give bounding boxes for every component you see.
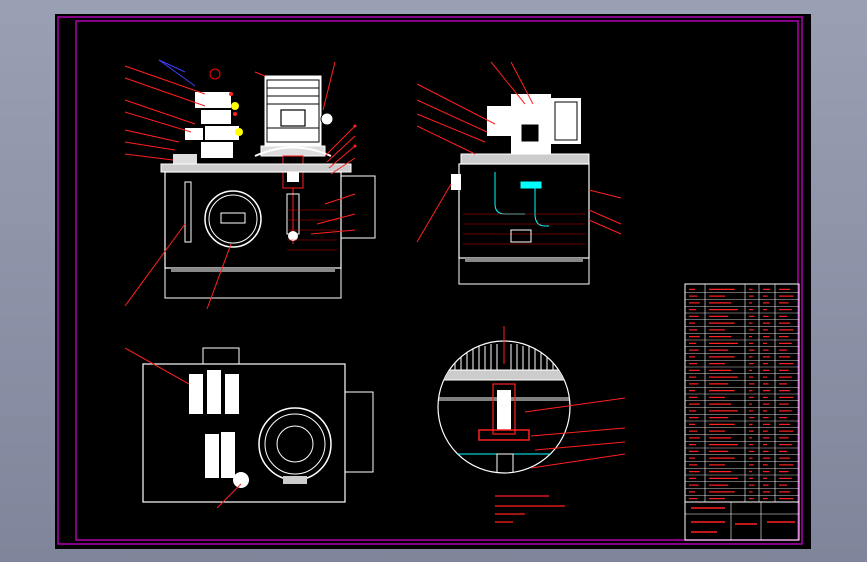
parts-list-row: [685, 450, 799, 455]
parts-list-row: [685, 363, 799, 368]
dimension-marks-front: [229, 92, 357, 148]
leader-lines-side: [416, 61, 622, 243]
detail-view: [437, 326, 626, 523]
drawing-sheet: [57, 16, 803, 545]
parts-list-row: [685, 498, 799, 503]
parts-list-row: [685, 302, 799, 307]
parts-list-row: [685, 491, 799, 496]
inner-border: [75, 20, 799, 541]
parts-list-row: [685, 383, 799, 388]
parts-list-row: [685, 417, 799, 422]
title-block: [684, 283, 800, 541]
parts-list-row: [685, 349, 799, 354]
parts-list-row: [685, 403, 799, 408]
parts-list-row: [685, 410, 799, 415]
parts-list-row: [685, 315, 799, 320]
parts-list-row: [685, 342, 799, 347]
parts-list-row: [685, 329, 799, 334]
parts-list-row: [685, 369, 799, 374]
top-view: [124, 347, 374, 509]
valve-icon: [173, 68, 243, 166]
leader-lines-front: [124, 59, 356, 310]
motor-icon: [254, 75, 334, 157]
parts-list-row: [685, 295, 799, 300]
leader-lines-top: [124, 347, 242, 509]
parts-list-row: [685, 484, 799, 489]
parts-list-row: [685, 430, 799, 435]
parts-list-row: [685, 444, 799, 449]
outer-border: [57, 16, 803, 545]
parts-list-row: [685, 309, 799, 314]
parts-list-row: [685, 457, 799, 462]
parts-list-row: [685, 336, 799, 341]
parts-list-row: [685, 437, 799, 442]
parts-list-row: [685, 322, 799, 327]
parts-list-row: [685, 288, 799, 293]
tank-icon: [164, 171, 376, 299]
parts-list-row: [685, 471, 799, 476]
front-view: [124, 59, 376, 310]
parts-list-row: [685, 423, 799, 428]
leader-lines-detail: [503, 326, 626, 469]
parts-list-row: [685, 464, 799, 469]
model-space[interactable]: [55, 14, 811, 549]
parts-list-row: [685, 390, 799, 395]
parts-list-row: [685, 396, 799, 401]
parts-list-row: [685, 477, 799, 482]
parts-list-row: [685, 356, 799, 361]
side-view: [416, 61, 622, 285]
parts-list-table: [685, 288, 799, 503]
parts-list-row: [685, 376, 799, 381]
technical-notes: [495, 495, 565, 523]
sheet-border: [57, 16, 803, 545]
